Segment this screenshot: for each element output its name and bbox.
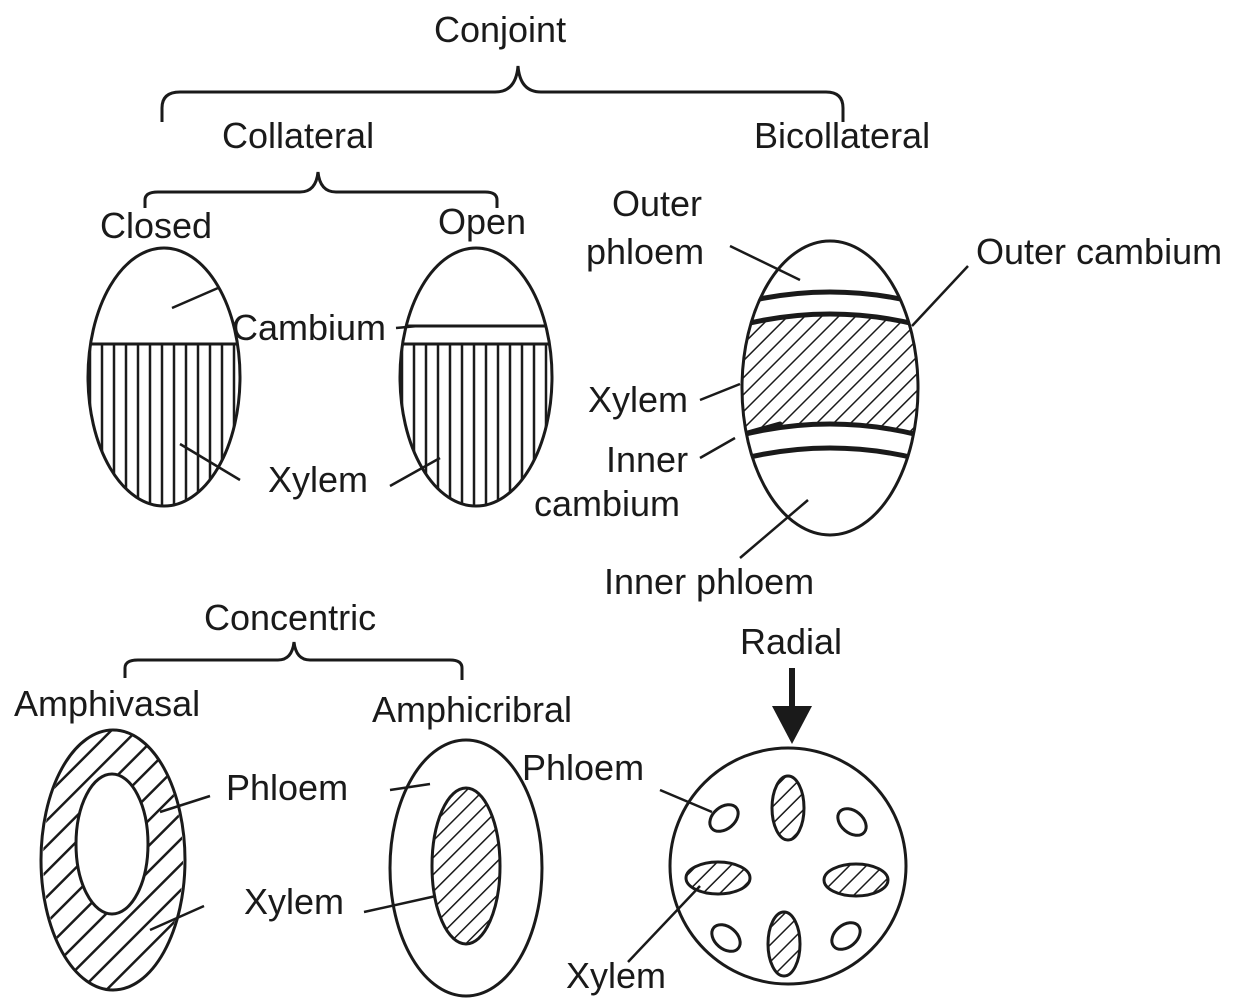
open-label: Open: [438, 201, 526, 242]
amphicribral-bundle: [390, 740, 542, 996]
closed-label: Closed: [100, 205, 212, 246]
open-collateral-bundle: [390, 248, 565, 514]
xylem-bicollateral-label: Xylem: [588, 379, 688, 420]
inner-cambium-label-line1: Inner: [606, 439, 688, 480]
inner-cambium-label-line2: cambium: [534, 483, 680, 524]
radial-label: Radial: [740, 621, 842, 662]
bicollateral-bundle: [730, 241, 930, 535]
radial-bundle: [670, 748, 906, 984]
phloem-concentric-label: Phloem: [226, 767, 348, 808]
inner-phloem-label: Inner phloem: [604, 561, 814, 602]
collateral-label: Collateral: [222, 115, 374, 156]
amphivasal-bundle: [41, 730, 185, 990]
bicollateral-label: Bicollateral: [754, 115, 930, 156]
conjoint-label: Conjoint: [434, 9, 566, 50]
xylem-collateral-label: Xylem: [268, 459, 368, 500]
closed-collateral-bundle: [80, 248, 250, 514]
xylem-concentric-label: Xylem: [244, 881, 344, 922]
concentric-label: Concentric: [204, 597, 376, 638]
xylem-radial-label: Xylem: [566, 955, 666, 996]
concentric-brace: [125, 642, 462, 680]
cambium-label: Cambium: [232, 307, 386, 348]
amphicribral-label: Amphicribral: [372, 689, 572, 730]
phloem-radial-label: Phloem: [522, 747, 644, 788]
outer-phloem-label-line1: Outer: [612, 183, 702, 224]
radial-arrow: [772, 668, 812, 744]
conjoint-brace: [162, 66, 843, 122]
amphivasal-label: Amphivasal: [14, 683, 200, 724]
outer-phloem-label-line2: phloem: [586, 231, 704, 272]
outer-cambium-label: Outer cambium: [976, 231, 1222, 272]
